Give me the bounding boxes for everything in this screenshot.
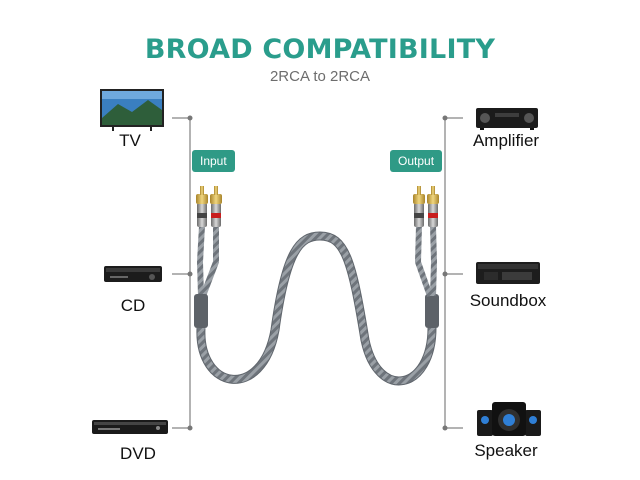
device-label-speaker: Speaker bbox=[474, 441, 538, 460]
amplifier-icon bbox=[476, 108, 538, 130]
left-rail bbox=[172, 115, 193, 431]
input-tag: Input bbox=[192, 150, 235, 172]
rca-cable bbox=[194, 225, 439, 386]
output-tag: Output bbox=[390, 150, 443, 172]
input-rca-plugs bbox=[196, 186, 222, 227]
right-rail bbox=[442, 115, 463, 431]
device-label-cd: CD bbox=[120, 296, 146, 315]
device-label-tv: TV bbox=[119, 131, 141, 150]
output-rca-plugs bbox=[413, 186, 439, 227]
soundbox-icon bbox=[476, 262, 540, 284]
device-label-soundbox: Soundbox bbox=[469, 291, 547, 310]
device-label-dvd: DVD bbox=[120, 444, 156, 463]
page-subtitle: 2RCA to 2RCA bbox=[269, 68, 371, 85]
dvd-player-icon bbox=[92, 420, 168, 434]
device-label-amplifier: Amplifier bbox=[472, 131, 540, 150]
cd-player-icon bbox=[104, 266, 162, 282]
page-title: BROAD COMPATIBILITY bbox=[144, 34, 496, 65]
tv-icon bbox=[100, 89, 164, 131]
speaker-icon bbox=[477, 402, 541, 436]
